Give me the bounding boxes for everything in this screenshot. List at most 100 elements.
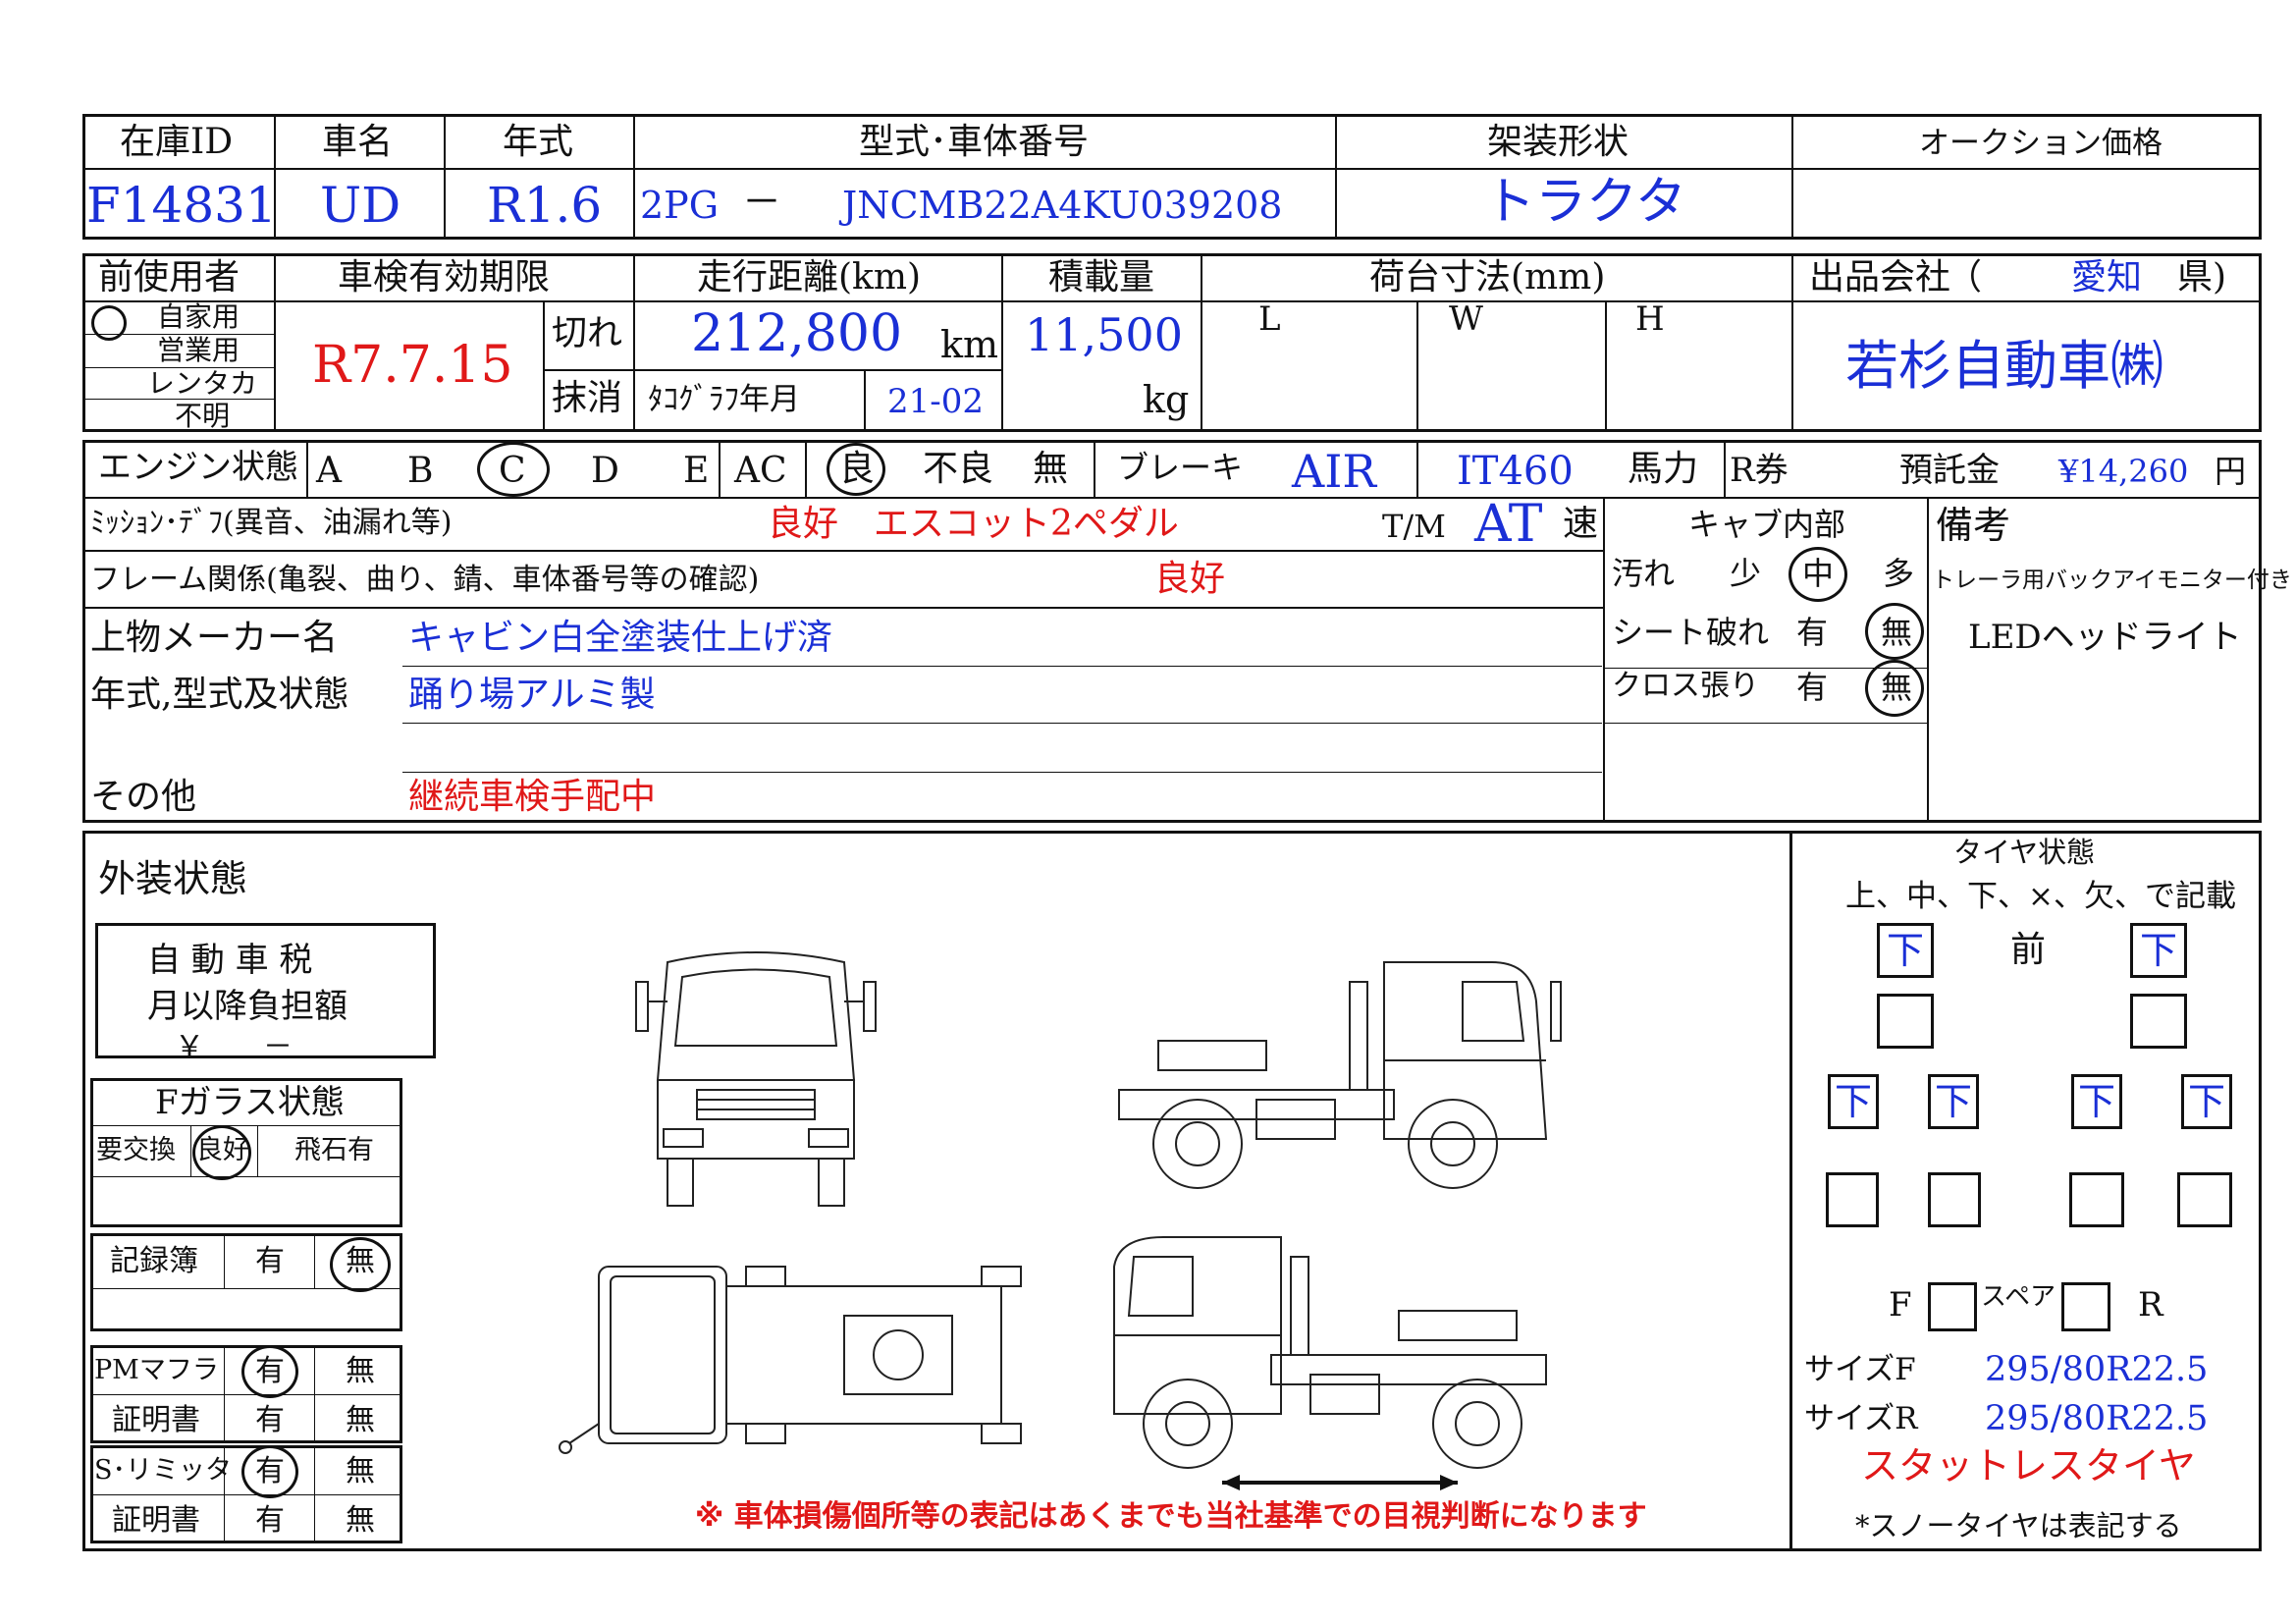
tire-rear-1-box bbox=[1826, 1172, 1879, 1227]
tm-value: AT bbox=[1474, 495, 1543, 554]
auto-tax-box bbox=[95, 923, 436, 1058]
spare-f-label: F bbox=[1889, 1285, 1912, 1325]
body-year-value: 踊り場アルミ製 bbox=[408, 675, 656, 715]
seller-name: 若杉自動車㈱ bbox=[1845, 335, 2163, 397]
limiter-circle bbox=[241, 1445, 298, 1498]
tire-rear-4-box bbox=[2177, 1172, 2232, 1227]
year-label: 年式 bbox=[503, 122, 574, 162]
pm-cert-no: 無 bbox=[346, 1403, 375, 1437]
kg-unit: kg bbox=[1143, 378, 1190, 421]
studless-label: スタットレスタイヤ bbox=[1861, 1444, 2196, 1488]
tire-front-label: 前 bbox=[2010, 930, 2047, 970]
tire-front-left-value: 下 bbox=[1877, 923, 1934, 978]
speed-label: 速 bbox=[1563, 504, 1599, 544]
cab-interior-title: キャブ内部 bbox=[1688, 506, 1846, 543]
limiter-cert-label: 証明書 bbox=[112, 1503, 200, 1538]
pm-cert-yes: 有 bbox=[255, 1403, 285, 1437]
truck-side-view-right bbox=[1118, 961, 1562, 1189]
expired-label: 切れ bbox=[552, 313, 623, 353]
damage-notice: ※ 車体損傷個所等の表記はあくまでも当社基準での目視判断になります bbox=[695, 1499, 1647, 1534]
dim-h-label: H bbox=[1635, 299, 1665, 339]
model-chassis-label: 型式･車体番号 bbox=[859, 122, 1090, 162]
condition-table bbox=[82, 440, 2262, 823]
body-maker-label: 上物メーカー名 bbox=[90, 618, 339, 658]
limiter-cert-yes: 有 bbox=[255, 1503, 285, 1538]
user-option-business: 営業用 bbox=[157, 334, 240, 366]
auto-tax-line3: ￥ － bbox=[175, 1030, 293, 1064]
deposit-value: ¥14,260 bbox=[2058, 453, 2189, 490]
seller-pref: 愛知 bbox=[2071, 257, 2143, 298]
pm-circle bbox=[241, 1345, 298, 1398]
hp-label: 馬力 bbox=[1628, 449, 1699, 489]
ac-selection-circle bbox=[827, 443, 885, 496]
ac-bad: 不良 bbox=[923, 449, 994, 489]
pm-no: 無 bbox=[346, 1354, 375, 1388]
load-value: 11,500 bbox=[1025, 308, 1183, 361]
limiter-no: 無 bbox=[346, 1454, 375, 1488]
model-dash: － bbox=[742, 180, 781, 225]
engine-grade-a: A bbox=[316, 451, 342, 491]
cab-dirt-low: 少 bbox=[1730, 555, 1762, 592]
maker-label: 車名 bbox=[322, 122, 394, 162]
seller-label: 出品会社 bbox=[1809, 257, 1951, 298]
seller-paren: （ bbox=[1947, 257, 1983, 298]
truck-top-view bbox=[559, 1266, 1022, 1454]
stock-id-value: F14831 bbox=[86, 177, 277, 234]
model-value: 2PG bbox=[640, 184, 720, 227]
record-box bbox=[90, 1233, 402, 1331]
bed-dims-label: 荷台寸法(mm) bbox=[1369, 257, 1606, 298]
tire-rear-2-value: 下 bbox=[1928, 1074, 1979, 1129]
tire-rear-3-box bbox=[2069, 1172, 2124, 1227]
cab-seat-label: シート破れ bbox=[1612, 614, 1770, 651]
remarks-line2: LEDヘッドライト bbox=[1968, 618, 2242, 657]
r-ticket-label: R券 bbox=[1730, 451, 1789, 490]
engine-model: IT460 bbox=[1457, 449, 1574, 494]
other-label: その他 bbox=[90, 777, 197, 817]
record-yes: 有 bbox=[255, 1244, 285, 1278]
auto-tax-line2: 月以降負担額 bbox=[147, 987, 347, 1026]
cab-cloth-yes: 有 bbox=[1796, 669, 1829, 706]
engine-grade-e: E bbox=[683, 451, 710, 491]
tire-instruction: 上、中、下、×、欠、で記載 bbox=[1845, 879, 2236, 914]
body-type-value: トラクタ bbox=[1484, 173, 1686, 232]
spare-label: スペア bbox=[1981, 1282, 2056, 1312]
glass-replace: 要交換 bbox=[96, 1135, 176, 1165]
tire-rear-1-value: 下 bbox=[1828, 1074, 1879, 1129]
engine-grade-d: D bbox=[591, 451, 619, 491]
body-maker-value: キャビン白全塗装仕上げ済 bbox=[408, 618, 833, 658]
spare-f-box bbox=[1928, 1282, 1977, 1331]
spare-r-label: R bbox=[2138, 1285, 2163, 1325]
seller-pref-suffix: 県) bbox=[2177, 257, 2227, 298]
tire-front-right-value: 下 bbox=[2130, 923, 2187, 978]
glass-chip: 飛石有 bbox=[294, 1135, 374, 1165]
exterior-title: 外装状態 bbox=[98, 857, 248, 900]
header-table bbox=[82, 114, 2262, 240]
selection-circle-private bbox=[91, 305, 127, 341]
mission-value: 良好 エスコット2ペダル bbox=[768, 504, 1179, 544]
limiter-label: S･リミッタ bbox=[94, 1455, 232, 1486]
tire-title: タイヤ状態 bbox=[1953, 836, 2096, 869]
user-option-unknown: 不明 bbox=[175, 400, 231, 432]
size-f-value: 295/80R22.5 bbox=[1985, 1350, 2209, 1389]
engine-grade-b: B bbox=[407, 451, 434, 491]
user-option-private: 自家用 bbox=[157, 300, 240, 333]
glass-circle bbox=[192, 1125, 251, 1180]
snow-note: *スノータイヤは表記する bbox=[1855, 1509, 2182, 1542]
year-value: R1.6 bbox=[487, 177, 603, 234]
body-year-label: 年式,型式及状態 bbox=[90, 675, 349, 715]
dim-l-label: L bbox=[1258, 299, 1281, 339]
prev-user-label: 前使用者 bbox=[98, 257, 240, 298]
ac-none: 無 bbox=[1033, 449, 1069, 489]
inspection-label: 車検有効期限 bbox=[338, 257, 551, 298]
tire-rear-3-value: 下 bbox=[2071, 1074, 2122, 1129]
chassis-value: JNCMB22A4KU039208 bbox=[842, 184, 1283, 227]
truck-front-view bbox=[635, 951, 877, 1207]
size-r-value: 295/80R22.5 bbox=[1985, 1399, 2209, 1438]
dim-w-label: W bbox=[1449, 299, 1483, 339]
yen-label: 円 bbox=[2215, 453, 2247, 490]
cab-dirt-circle bbox=[1789, 547, 1847, 602]
remarks-line1: トレーラ用バックアイモニター付き bbox=[1932, 568, 2292, 593]
exterior-table bbox=[82, 831, 2262, 1551]
remarks-title: 備考 bbox=[1936, 504, 2011, 547]
cab-seat-yes: 有 bbox=[1796, 614, 1829, 651]
